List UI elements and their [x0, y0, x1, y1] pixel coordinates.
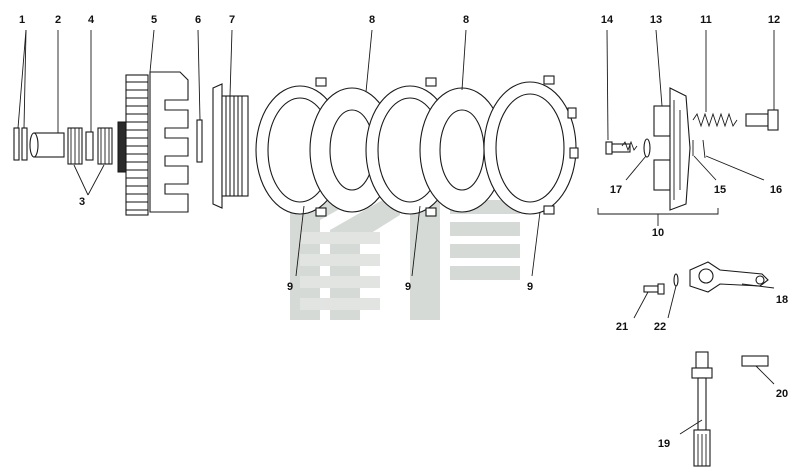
- callout-18: 18: [776, 294, 788, 306]
- plate-6: [196, 119, 203, 163]
- release-lever-18: [689, 261, 769, 293]
- callout-12: 12: [768, 14, 780, 26]
- callout-22: 22: [654, 321, 666, 333]
- pressure-plate-13: [653, 87, 691, 211]
- callout-13: 13: [650, 14, 662, 26]
- clutch-basket-5: [117, 71, 189, 216]
- callout-9a: 9: [287, 281, 293, 293]
- washer-1: [13, 127, 28, 161]
- callout-labels: 1 2 3 4 5 6 7 8 8 9 9 9 10 11 12 13 14 1…: [19, 14, 788, 450]
- callout-10: 10: [652, 227, 664, 239]
- callout-7: 7: [229, 14, 235, 26]
- needle-bearing-3: [67, 127, 113, 165]
- shaft-19: [691, 351, 713, 467]
- spacer-4: [85, 131, 94, 161]
- watermark-logo: [290, 150, 520, 320]
- clutch-hub-7: [212, 83, 249, 209]
- callout-4: 4: [88, 14, 95, 26]
- callout-15: 15: [714, 184, 726, 196]
- callout-14: 14: [601, 14, 614, 26]
- callout-9b: 9: [405, 281, 411, 293]
- pin-20: [741, 355, 769, 367]
- screw-21: [643, 283, 665, 295]
- callout-8a: 8: [369, 14, 375, 26]
- pusher-14: [605, 140, 638, 155]
- bracket-10: [597, 208, 719, 215]
- callout-9c: 9: [527, 281, 533, 293]
- bushing-2: [29, 132, 65, 158]
- spring-11: [692, 112, 738, 128]
- callout-3: 3: [79, 196, 85, 208]
- bolt-12: [745, 109, 779, 131]
- callout-2: 2: [55, 14, 61, 26]
- callout-21: 21: [616, 321, 628, 333]
- callout-6: 6: [195, 14, 201, 26]
- leader-lines: [17, 29, 775, 435]
- callout-8b: 8: [463, 14, 469, 26]
- callout-1: 1: [19, 14, 25, 26]
- callout-19: 19: [658, 438, 670, 450]
- callout-16: 16: [770, 184, 782, 196]
- callout-5: 5: [151, 14, 157, 26]
- friction-disc-9c: [483, 75, 579, 215]
- washer-17: [643, 138, 651, 158]
- callout-17: 17: [610, 184, 622, 196]
- washer-22: [673, 273, 679, 287]
- callout-20: 20: [776, 388, 788, 400]
- callout-11: 11: [700, 14, 712, 26]
- circlip-16: [702, 139, 706, 159]
